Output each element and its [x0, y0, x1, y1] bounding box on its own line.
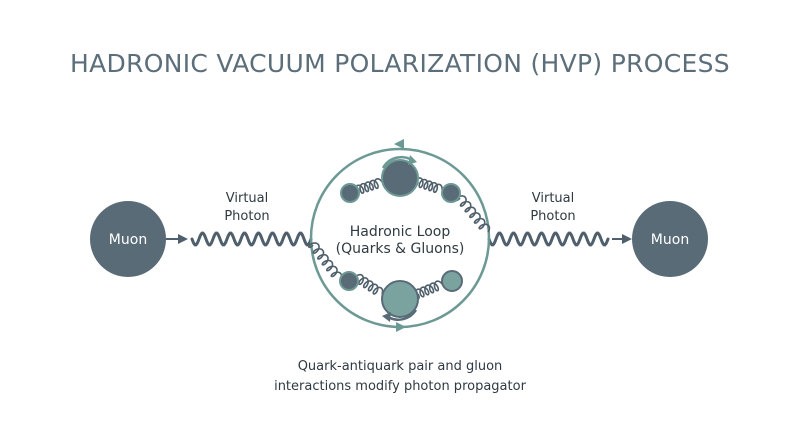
left-photon-label-line1: Virtual [226, 191, 268, 206]
circular-arrow-icon [381, 155, 413, 169]
quark-upper-left [340, 183, 360, 203]
right-muon-node: Muon [632, 201, 708, 277]
quark-bottom-large [381, 280, 419, 322]
caption-line2: interactions modify photon propagator [274, 379, 526, 394]
gluon-spring-icon [414, 280, 443, 300]
quark-top-large [381, 155, 419, 197]
arrow-right-icon [612, 234, 632, 244]
gluon-spring-icon [413, 177, 443, 194]
right-photon-label-line1: Virtual [532, 191, 574, 206]
left-muon-node: Muon [90, 201, 166, 277]
arrow-right-icon [396, 322, 406, 332]
gluon-spring-icon [307, 242, 343, 281]
page-title: HADRONIC VACUUM POLARIZATION (HVP) PROCE… [70, 49, 730, 78]
circular-arrow-icon [387, 309, 418, 321]
quark-lower-left [339, 271, 359, 291]
quark-upper-right [441, 183, 461, 203]
right-muon-label: Muon [651, 232, 689, 248]
gluon-spring-icon [354, 178, 383, 196]
gluon-springs [307, 177, 491, 300]
arrow-left-icon [394, 139, 404, 149]
gluon-spring-icon [455, 195, 491, 233]
left-muon-label: Muon [109, 232, 147, 248]
caption-line1: Quark-antiquark pair and gluon [298, 359, 503, 374]
arrow-right-icon [166, 234, 188, 244]
left-photon-label-line2: Photon [224, 209, 269, 224]
hadronic-loop [309, 139, 491, 332]
gluon-spring-icon [353, 273, 384, 295]
loop-label-line2: (Quarks & Gluons) [336, 241, 465, 257]
quark-lower-right [441, 270, 463, 292]
loop-label-line1: Hadronic Loop [350, 224, 451, 240]
left-virtual-photon-wave [190, 231, 313, 247]
right-virtual-photon-wave [487, 231, 610, 247]
right-photon-label-line2: Photon [530, 209, 575, 224]
